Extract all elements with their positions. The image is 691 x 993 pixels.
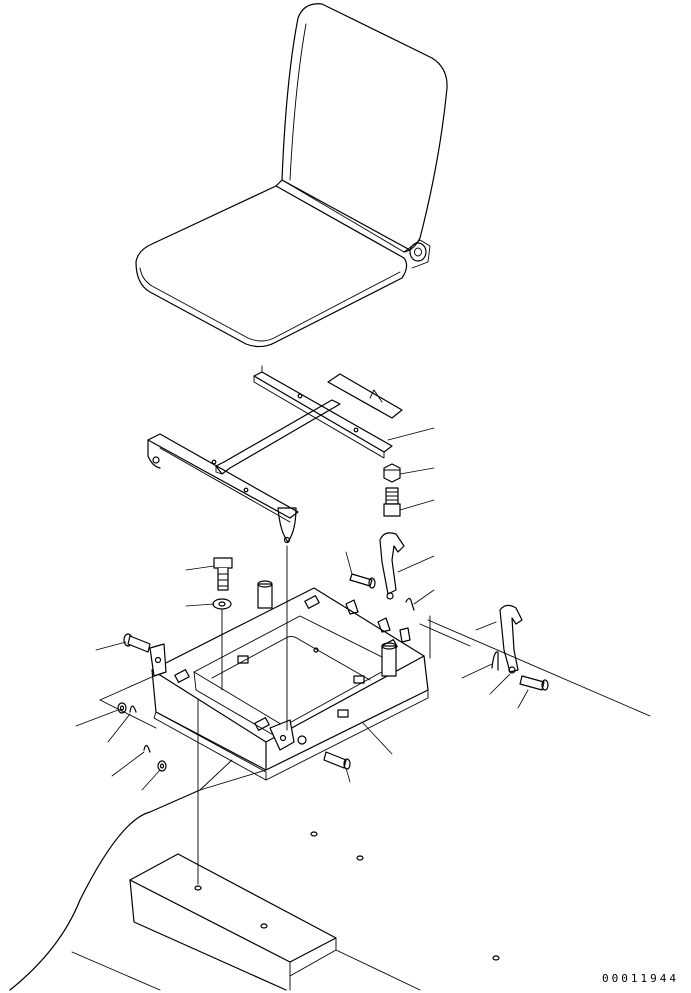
seat-base-frame — [149, 587, 429, 781]
seat-mount-bracket — [147, 365, 403, 544]
callout-leader-lines — [75, 427, 529, 791]
locating-pin — [257, 580, 273, 609]
pin-right — [519, 675, 549, 691]
side-bolt — [123, 633, 151, 653]
latch-lever-left — [379, 532, 405, 600]
front-bolt — [297, 735, 351, 770]
assembly-center-lines — [197, 545, 471, 885]
flat-washer — [212, 598, 232, 610]
cab-floor — [9, 759, 500, 991]
hex-bolt — [383, 487, 401, 517]
hex-nut — [383, 463, 401, 483]
drawing-part-number: 00011944 — [602, 972, 679, 985]
mounting-plate-outline — [99, 615, 651, 791]
small-washers — [117, 702, 167, 772]
spring-clip-left — [405, 597, 415, 611]
pin-left — [349, 573, 376, 589]
shoulder-bolt — [213, 557, 233, 591]
spring-clip-right — [491, 651, 499, 671]
seat-cushion-and-backrest — [135, 3, 448, 348]
latch-lever-right — [499, 604, 523, 674]
